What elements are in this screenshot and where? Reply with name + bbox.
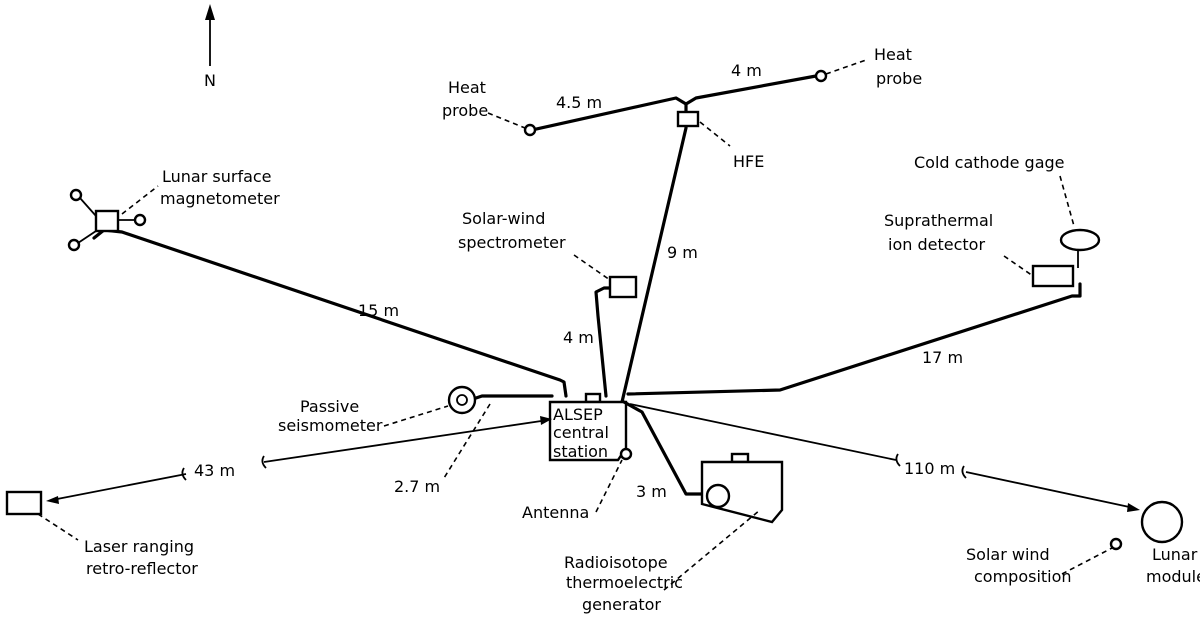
spectrometer-label-1: Solar-wind — [462, 209, 545, 228]
seismometer-distance-leader — [443, 403, 491, 479]
heat-flow-cables — [530, 74, 818, 404]
suprathermal-leader — [1003, 255, 1034, 277]
solar-wind-spectrometer — [608, 275, 638, 299]
laser-label-1: Laser ranging — [84, 537, 194, 556]
distance-seismometer: 2.7 m — [394, 477, 440, 496]
laser-label-2: retro-reflector — [86, 559, 198, 578]
heat-probe-left — [523, 123, 537, 137]
distance-spectrometer: 4 m — [563, 328, 594, 347]
suprathermal-cable — [626, 282, 1082, 396]
rtg-cable — [622, 400, 708, 496]
central-station-label-2: central — [553, 423, 609, 442]
north-label: N — [204, 71, 216, 90]
spectrometer-cable — [594, 286, 614, 398]
distance-heat-left: 4.5 m — [556, 93, 602, 112]
cold-cathode-gage — [1059, 228, 1101, 252]
lunar-module-label-2: module — [1146, 567, 1200, 586]
heat-probe-right-label-1: Heat — [874, 45, 912, 64]
rtg-label-3: generator — [582, 595, 661, 614]
cold-cathode-leader — [1059, 175, 1075, 227]
central-station-label-1: ALSEP — [553, 405, 603, 424]
distance-suprathermal: 17 m — [922, 348, 963, 367]
radioisotope-thermoelectric-generator — [700, 452, 784, 524]
suprathermal-ion-detector — [1031, 264, 1075, 288]
hfe-label: HFE — [733, 152, 764, 171]
heat-probe-right-label-2: probe — [876, 69, 922, 88]
distance-magnetometer: 15 m — [358, 301, 399, 320]
magnetometer-leader — [121, 185, 159, 215]
magnetometer-label-2: magnetometer — [160, 189, 280, 208]
cold-cathode-label: Cold cathode gage — [914, 153, 1065, 172]
spectrometer-label-2: spectrometer — [458, 233, 566, 252]
spectrometer-leader — [573, 254, 611, 281]
swc-label-1: Solar wind — [966, 545, 1050, 564]
heat-probe-right — [814, 69, 828, 83]
antenna-leader — [595, 459, 623, 513]
rtg-label-1: Radioisotope — [564, 553, 668, 572]
heat-probe-left-leader — [487, 112, 526, 129]
passive-seismometer — [447, 385, 477, 415]
lunar-module-distance-line — [629, 403, 1140, 512]
heat-probe-left-label-2: probe — [442, 101, 488, 120]
seismometer-cable — [468, 394, 554, 402]
central-station-label-3: station — [553, 442, 608, 461]
hfe-leader — [699, 121, 731, 147]
swc-label-2: composition — [974, 567, 1072, 586]
rtg-leader — [663, 509, 761, 591]
seismometer-leader — [383, 405, 449, 427]
laser-leader — [37, 513, 79, 541]
antenna-label: Antenna — [522, 503, 589, 522]
swc-leader — [1061, 547, 1113, 575]
laser-distance-line — [46, 416, 552, 504]
heat-probe-left-label-1: Heat — [448, 78, 486, 97]
suprathermal-label-1: Suprathermal — [884, 211, 993, 230]
laser-ranging-retro-reflector — [5, 490, 43, 516]
rtg-label-2: thermoelectric — [566, 573, 683, 592]
lunar-module-label-1: Lunar — [1152, 545, 1198, 564]
seismometer-label-1: Passive — [300, 397, 359, 416]
distance-hfe: 9 m — [667, 243, 698, 262]
lunar-module — [1140, 500, 1184, 544]
seismometer-label-2: seismometer — [278, 416, 383, 435]
hfe-electronics-box — [676, 110, 700, 128]
distance-heat-right: 4 m — [731, 61, 762, 80]
distance-rtg: 3 m — [636, 482, 667, 501]
solar-wind-composition — [1109, 537, 1123, 551]
magnetometer-label-1: Lunar surface — [162, 167, 272, 186]
distance-lunar-module: 110 m — [904, 459, 955, 478]
north-arrow — [205, 4, 215, 66]
lunar-surface-magnetometer — [67, 188, 147, 252]
suprathermal-label-2: ion detector — [888, 235, 985, 254]
heat-probe-right-leader — [825, 59, 867, 75]
magnetometer-cable — [92, 228, 568, 398]
antenna — [619, 447, 633, 461]
distance-laser: 43 m — [194, 461, 235, 480]
